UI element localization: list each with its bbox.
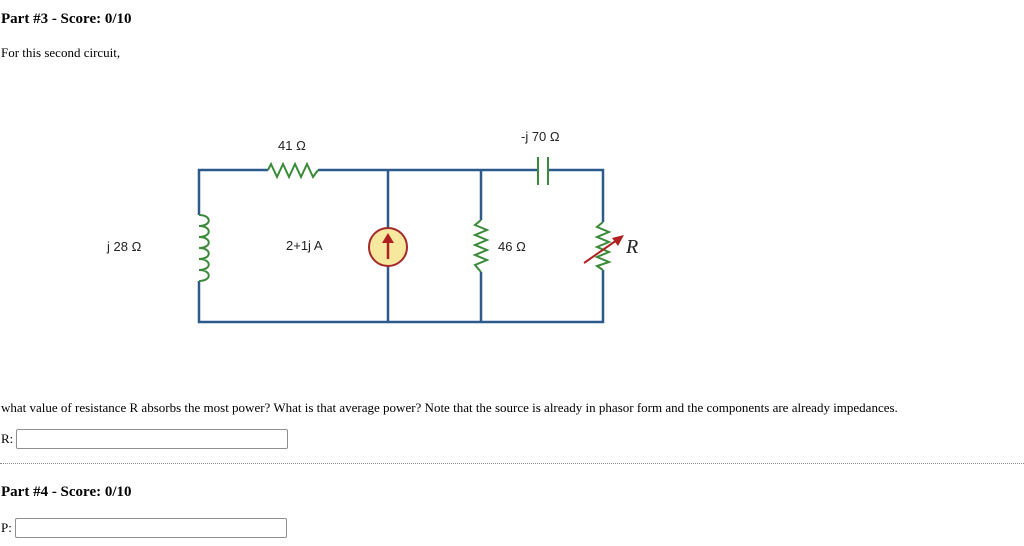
- inductor-label: j 28 Ω: [106, 239, 142, 254]
- inductor-symbol: [198, 214, 210, 282]
- variable-resistor-symbol: [594, 221, 612, 271]
- wire-left-top: [197, 168, 268, 215]
- part3-title: Part #3 - Score: 0/10: [1, 11, 132, 27]
- source-label: 2+1j A: [286, 238, 323, 253]
- resistor-46-label: 46 Ω: [498, 239, 526, 254]
- section-divider: [0, 463, 1024, 464]
- resistor-41-symbol: [267, 161, 319, 180]
- variable-resistor-label: R: [625, 236, 638, 258]
- wire-top-right: [548, 168, 605, 222]
- variable-resistor-arrow: [583, 235, 624, 264]
- answer-r-row: R:: [1, 429, 289, 449]
- part3-question-text: what value of resistance R absorbs the m…: [1, 400, 898, 415]
- answer-p-input[interactable]: [14, 518, 287, 538]
- part4-title: Part #4 - Score: 0/10: [1, 484, 132, 500]
- resistor-41-label: 41 Ω: [278, 138, 306, 153]
- current-source-symbol: [368, 227, 408, 267]
- answer-r-label: R:: [1, 431, 14, 446]
- circuit-wires: [197, 168, 605, 324]
- wire-bottom: [197, 270, 605, 324]
- capacitor-symbol: [537, 157, 549, 185]
- answer-p-row: P:: [1, 518, 287, 538]
- capacitor-label: -j 70 Ω: [521, 129, 560, 144]
- part3-intro-text: For this second circuit,: [1, 45, 121, 60]
- answer-r-input[interactable]: [16, 429, 289, 449]
- answer-p-label: P:: [1, 520, 12, 535]
- resistor-46-symbol: [472, 219, 490, 273]
